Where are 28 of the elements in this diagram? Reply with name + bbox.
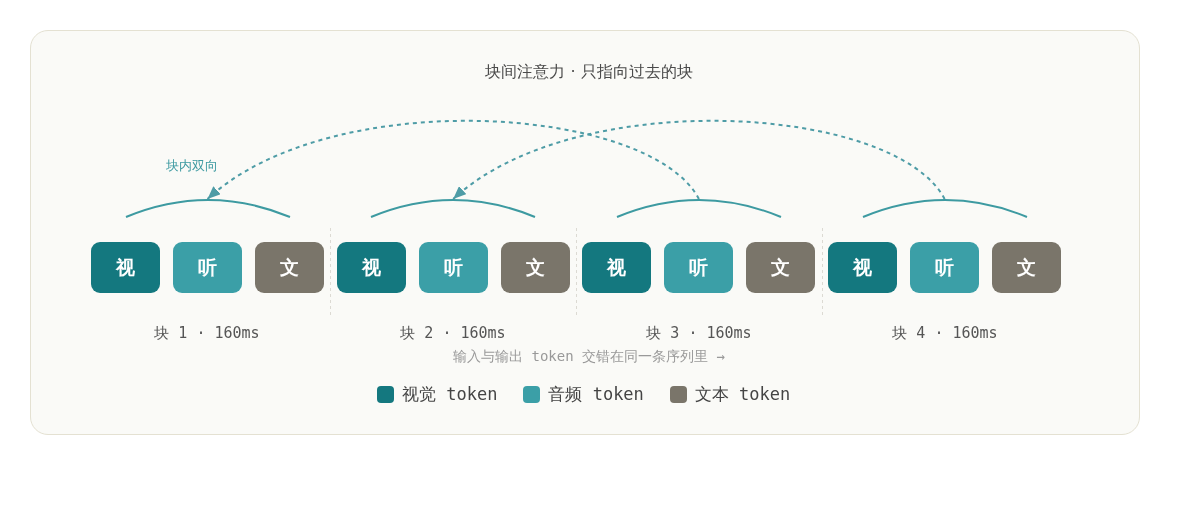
- block-label: 块 2 · 160ms: [400, 324, 506, 342]
- token-box: 文: [992, 242, 1062, 293]
- block-label: 块 1 · 160ms: [154, 324, 260, 342]
- token-box: 视: [582, 242, 652, 293]
- attention-arc: [124, 199, 291, 218]
- token-box: 文: [255, 242, 324, 293]
- token-box: 视: [828, 242, 898, 293]
- token-box: 视: [91, 242, 160, 293]
- token-box: 视: [336, 242, 406, 293]
- legend-label: 音频 token: [548, 383, 644, 406]
- block-label: 块 4 · 160ms: [892, 324, 998, 342]
- arc-label: 块内双向: [166, 158, 218, 174]
- token-box: 文: [746, 242, 816, 293]
- token-box: 文: [500, 242, 570, 293]
- diagram-title: 块间注意力 · 只指向过去的块: [485, 61, 693, 83]
- legend-label: 文本 token: [694, 383, 791, 406]
- block-label: 块 3 · 160ms: [646, 324, 752, 342]
- token-box: 听: [173, 242, 242, 293]
- token-box: 听: [418, 242, 488, 293]
- dashed-arrow: [452, 120, 946, 200]
- token-box: 听: [910, 242, 980, 293]
- attention-arc: [615, 199, 782, 218]
- legend-label: 视觉 token: [402, 383, 498, 406]
- attention-arc: [861, 199, 1028, 218]
- dashed-arrow: [206, 120, 700, 200]
- token-box: 听: [664, 242, 734, 293]
- attention-arc: [370, 199, 537, 218]
- sequence-note: 输入与输出 token 交错在同一条序列里 →: [453, 347, 725, 365]
